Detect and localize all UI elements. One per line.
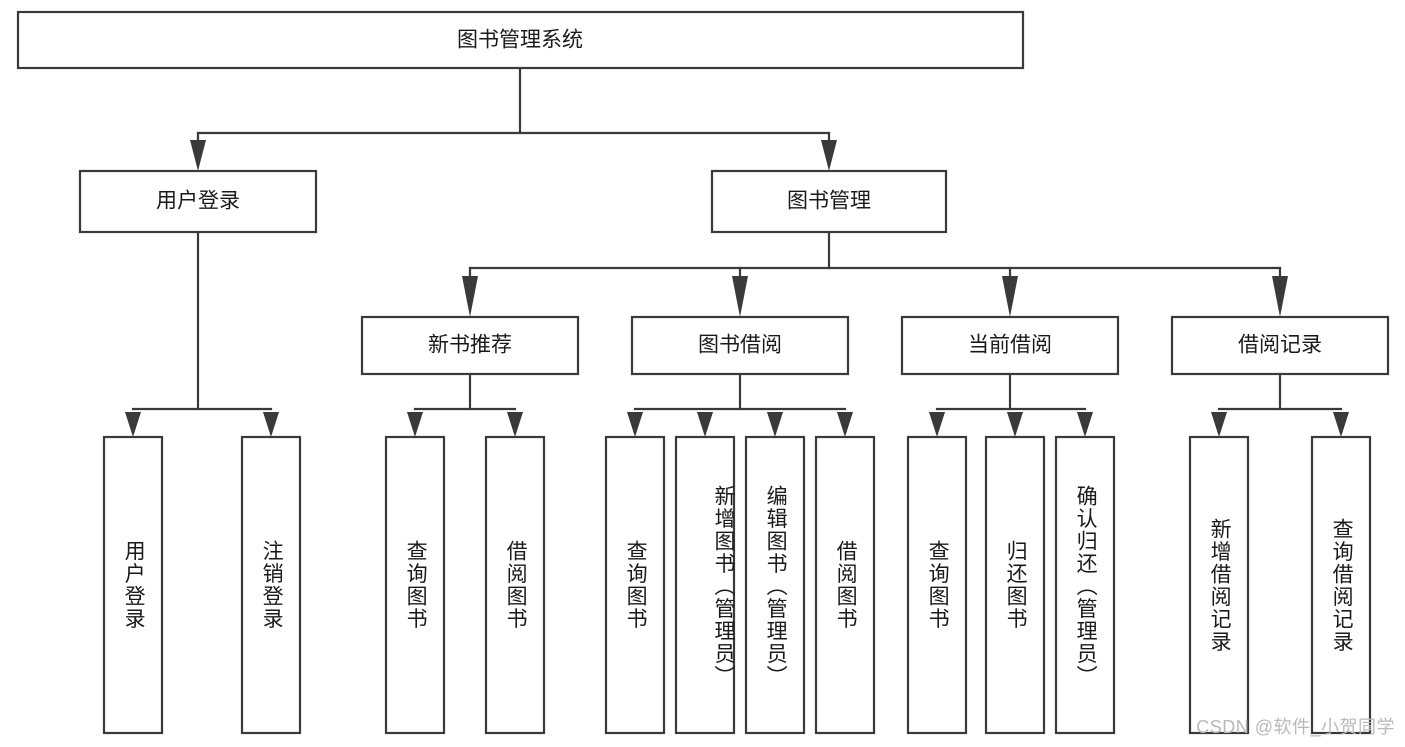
node-root[interactable]: 图书管理系统 — [16, 10, 1025, 70]
node-user-login-label: 用户登录 — [156, 190, 240, 213]
node-user-login-box[interactable] — [78, 169, 318, 234]
node-book-manage-label: 图书管理 — [787, 190, 871, 213]
node-book-manage-box[interactable] — [710, 169, 948, 234]
node-current-borrow-box[interactable] — [900, 315, 1120, 376]
node-current-borrow[interactable]: 当前借阅 — [900, 315, 1120, 376]
arrow-head-leaf-borrow-book-bor — [837, 412, 853, 437]
leaf-box-confirm-return[interactable] — [1054, 435, 1116, 735]
arrow-head-borrow-records — [1272, 276, 1288, 317]
node-borrow-records[interactable]: 借阅记录 — [1170, 315, 1390, 376]
node-book-borrow-label: 图书借阅 — [698, 334, 782, 357]
node-root-box[interactable] — [16, 10, 1025, 70]
arrow-head-leaf-user-logout — [263, 412, 279, 437]
node-book-borrow[interactable]: 图书借阅 — [630, 315, 850, 376]
leaf-box-return-book[interactable] — [984, 435, 1046, 735]
leaf-box-add-borrow-record[interactable] — [1188, 435, 1250, 735]
leaf-box-edit-book-admin[interactable] — [744, 435, 806, 735]
leaf-box-query-book-cur[interactable] — [906, 435, 968, 735]
node-user-login[interactable]: 用户登录 — [78, 169, 318, 234]
arrow-head-new-book-recommend — [462, 276, 478, 317]
leaf-boxes-group — [102, 435, 1372, 735]
node-root-label: 图书管理系统 — [457, 29, 583, 52]
node-new-book-recommend-label: 新书推荐 — [428, 334, 512, 357]
arrow-head-leaf-query-book-bor — [627, 412, 643, 437]
arrow-head-leaf-query-borrow-record — [1333, 412, 1349, 437]
arrow-head-leaf-user-login — [125, 412, 141, 437]
node-book-borrow-box[interactable] — [630, 315, 850, 376]
arrow-head-book-borrow — [732, 276, 748, 317]
node-borrow-records-label: 借阅记录 — [1238, 334, 1322, 357]
csdn-watermark: CSDN @软件_小贺同学 — [1196, 717, 1395, 737]
leaf-box-add-book-admin[interactable] — [674, 435, 736, 735]
arrow-head-leaf-query-book-rec — [407, 412, 423, 437]
leaf-box-user-login[interactable] — [102, 435, 164, 735]
leaf-box-query-book-rec[interactable] — [384, 435, 446, 735]
arrow-head-leaf-borrow-book-rec — [507, 412, 523, 437]
leaf-box-query-book-bor[interactable] — [604, 435, 666, 735]
arrow-head-leaf-edit-book-admin — [767, 412, 783, 437]
arrow-head-leaf-return-book — [1007, 412, 1023, 437]
connectors-group — [125, 66, 1349, 437]
node-new-book-recommend[interactable]: 新书推荐 — [360, 315, 580, 376]
arrow-head-user-login — [190, 140, 206, 171]
arrow-head-book-manage — [821, 140, 837, 171]
node-book-manage[interactable]: 图书管理 — [710, 169, 948, 234]
arrow-head-leaf-query-book-cur — [929, 412, 945, 437]
arrow-head-leaf-add-book-admin — [697, 412, 713, 437]
node-new-book-recommend-box[interactable] — [360, 315, 580, 376]
arrow-head-current-borrow — [1002, 276, 1018, 317]
node-borrow-records-box[interactable] — [1170, 315, 1390, 376]
leaf-box-borrow-book-rec[interactable] — [484, 435, 546, 735]
leaf-box-query-borrow-record[interactable] — [1310, 435, 1372, 735]
arrow-head-leaf-add-borrow-record — [1211, 412, 1227, 437]
leaf-box-user-logout[interactable] — [240, 435, 302, 735]
arrow-head-leaf-confirm-return — [1077, 412, 1093, 437]
leaf-box-borrow-book-bor[interactable] — [814, 435, 876, 735]
node-current-borrow-label: 当前借阅 — [968, 334, 1052, 357]
